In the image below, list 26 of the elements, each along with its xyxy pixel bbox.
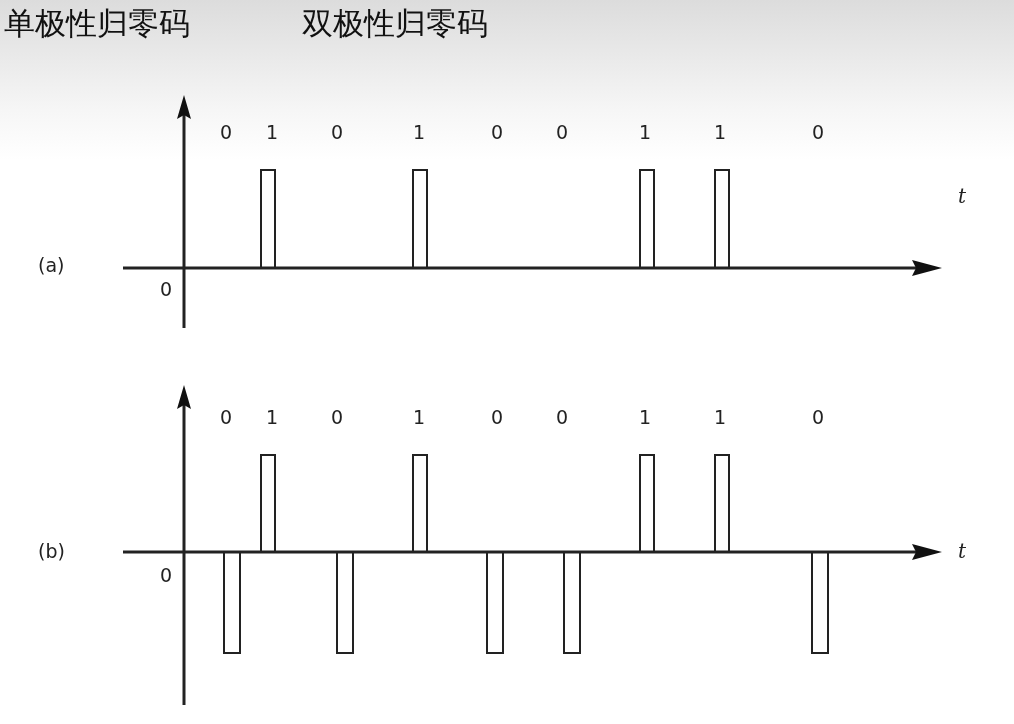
axis-label: t	[958, 186, 967, 206]
bit-label: 0	[219, 408, 233, 427]
bit-label: 0	[219, 123, 233, 142]
bit-label: 0	[555, 123, 569, 142]
heading: 双极性归零码	[302, 8, 488, 39]
bit-label: 1	[713, 408, 727, 427]
bit-label: 1	[412, 408, 426, 427]
origin-label: 0	[160, 280, 173, 299]
bit-label: 1	[412, 123, 426, 142]
origin-label: 0	[160, 566, 173, 585]
waveform-label: (a)	[38, 256, 65, 275]
bit-label: 0	[490, 123, 504, 142]
bit-label: 0	[555, 408, 569, 427]
bit-label: 0	[811, 408, 825, 427]
bit-label: 1	[713, 123, 727, 142]
bit-label: 1	[638, 123, 652, 142]
waveform-label: (b)	[38, 542, 65, 561]
heading: 单极性归零码	[4, 8, 190, 39]
axis-label: t	[958, 541, 967, 561]
bit-label: 0	[330, 123, 344, 142]
bit-label: 0	[811, 123, 825, 142]
bit-label: 0	[330, 408, 344, 427]
bit-label: 1	[265, 123, 279, 142]
bit-label: 1	[265, 408, 279, 427]
bit-label: 1	[638, 408, 652, 427]
bit-label: 0	[490, 408, 504, 427]
